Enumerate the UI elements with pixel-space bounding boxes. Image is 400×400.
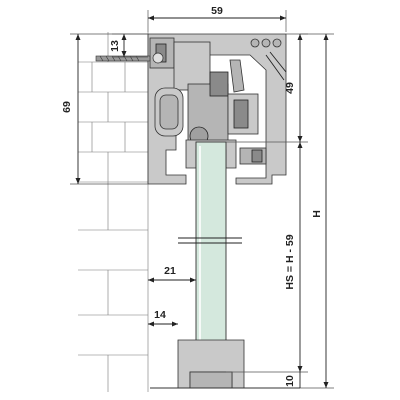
label-screw-offset: 13: [109, 40, 121, 52]
dimension-hs: HS = H - 59: [226, 142, 308, 373]
mounting-screw: [95, 52, 164, 64]
label-top-width: 59: [211, 5, 223, 17]
label-right-height: 49: [284, 82, 296, 94]
dimension-left-height: 69: [61, 33, 148, 185]
brick-wall: [78, 32, 149, 392]
dimension-right-height: 49: [226, 33, 308, 143]
dimension-glass-offset: 21: [148, 265, 196, 283]
label-hs-formula: HS = H - 59: [284, 234, 296, 289]
dimension-top-width: 59: [147, 5, 287, 32]
label-total-height: H: [311, 210, 323, 218]
label-glass-offset: 21: [164, 265, 176, 277]
label-guide-offset: 14: [154, 309, 166, 321]
dimension-total-height: H: [300, 33, 334, 389]
dimension-bottom-clearance: 10: [284, 372, 301, 388]
floor-guide: [150, 339, 300, 389]
dimension-guide-offset: 14: [148, 309, 178, 327]
label-left-height: 69: [61, 101, 73, 113]
label-bottom-clearance: 10: [284, 375, 296, 387]
